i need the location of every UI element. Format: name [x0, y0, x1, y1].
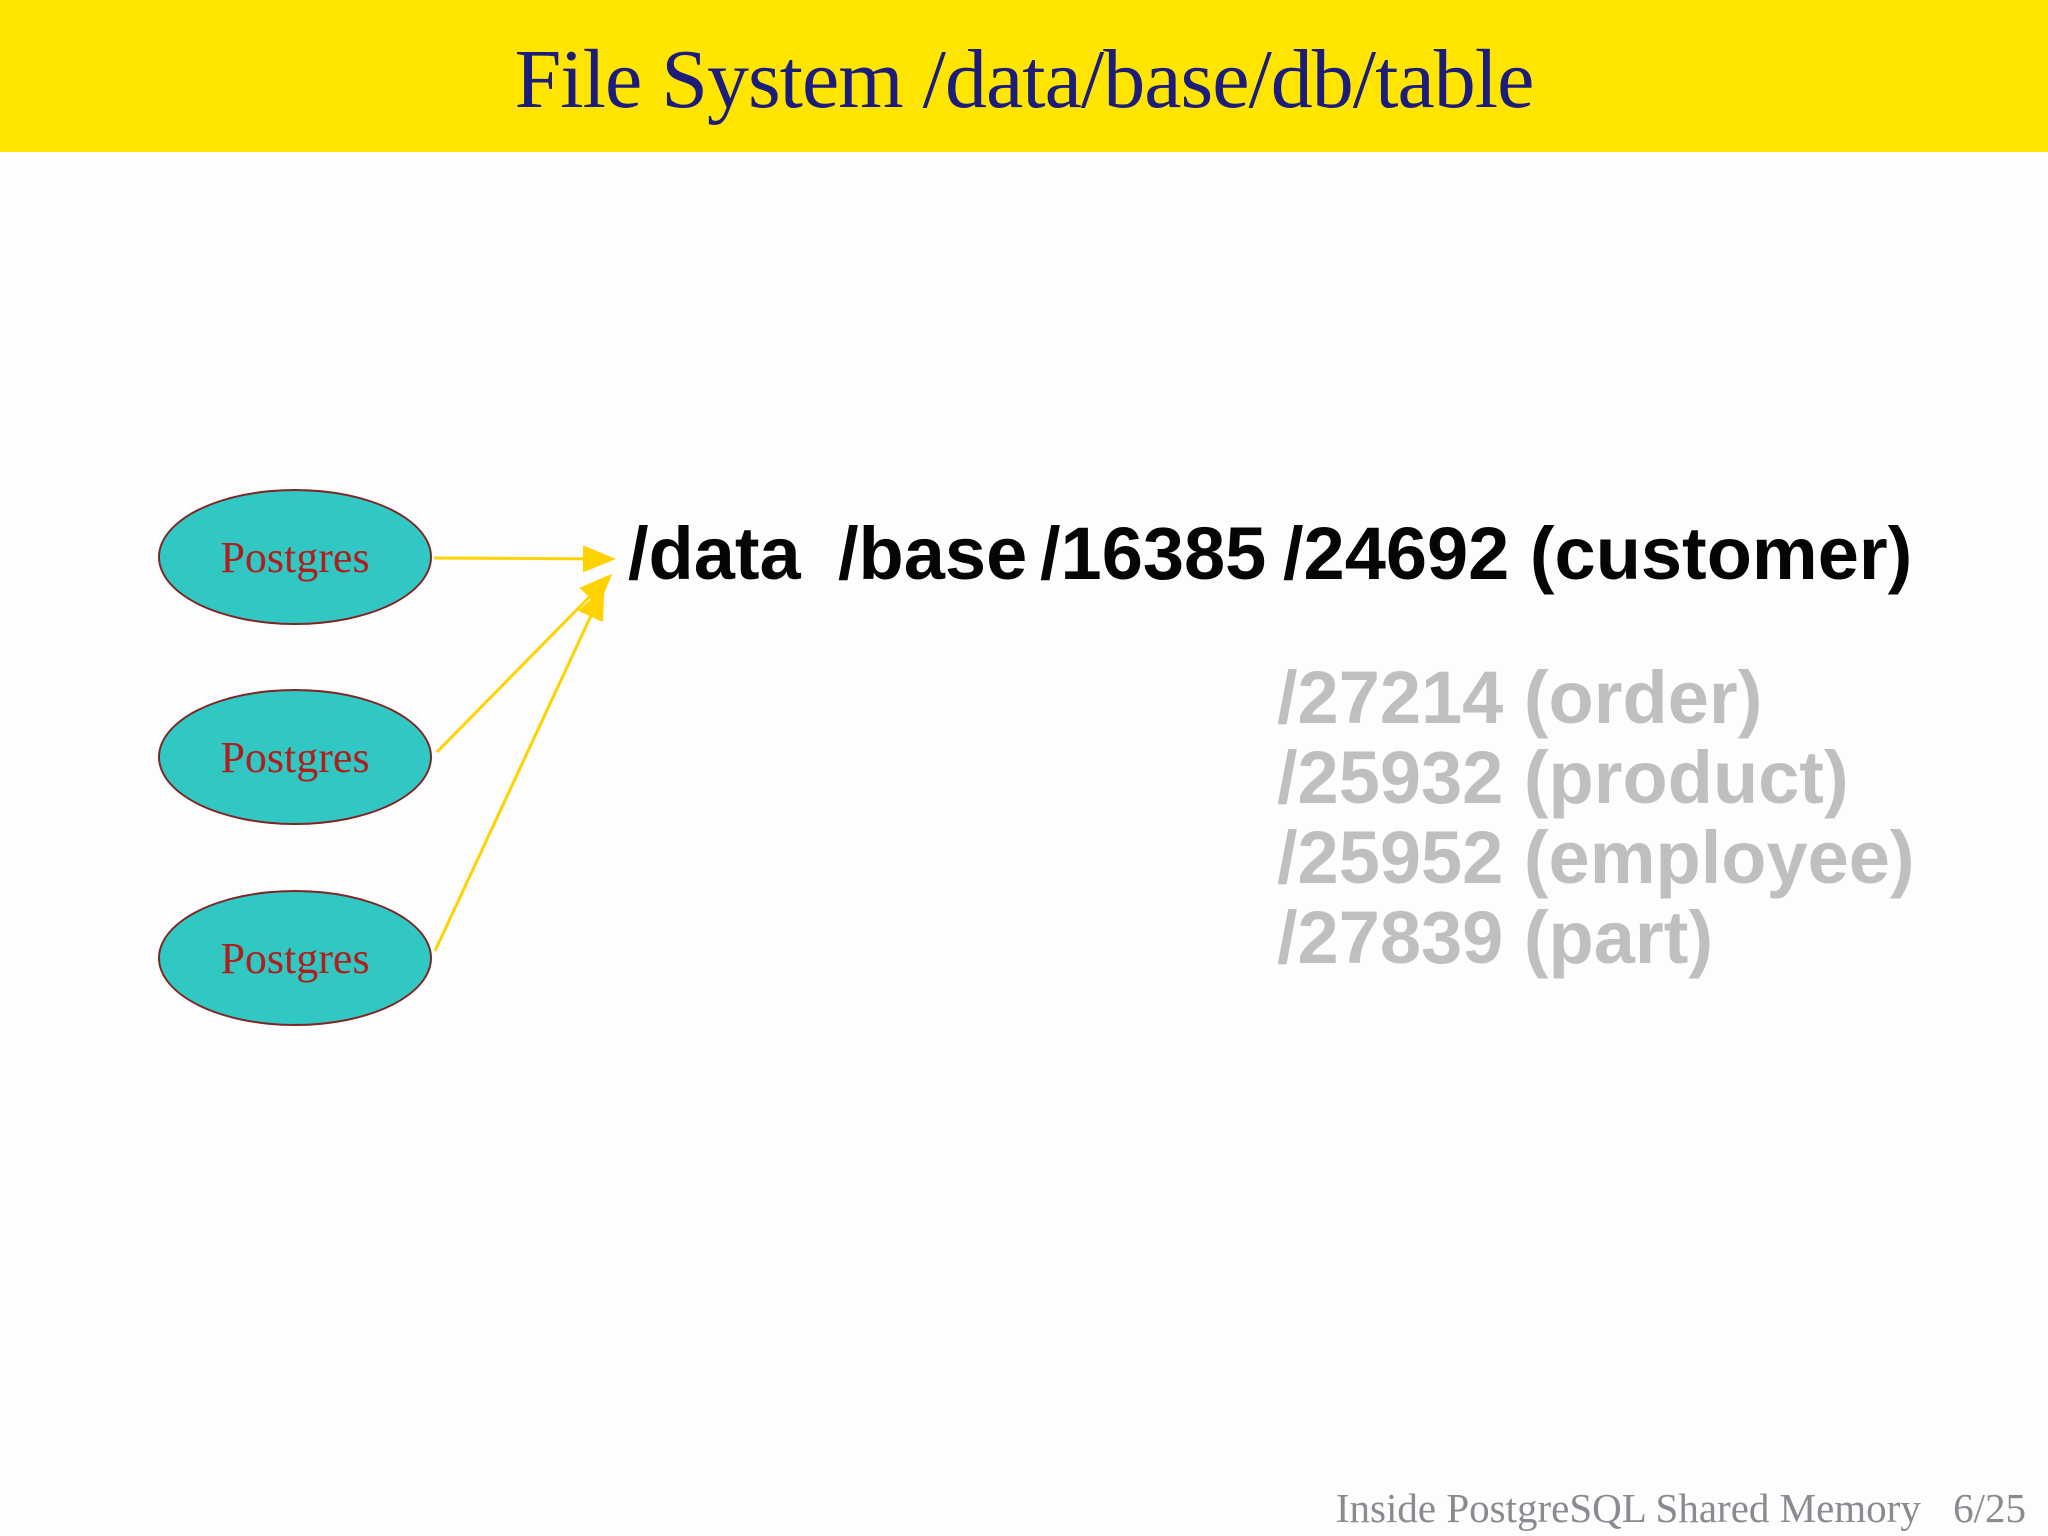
path-segment-base: /base: [838, 512, 1028, 595]
footer-presentation-title: Inside PostgreSQL Shared Memory: [1335, 1485, 1921, 1531]
postgres-node-2-label: Postgres: [220, 732, 370, 782]
filesystem-path-row: /data /base /16385 /24692 (customer): [0, 517, 2048, 597]
other-table-files-list: /27214 (order) /25932 (product) /25952 (…: [1277, 658, 1915, 978]
slide-footer: Inside PostgreSQL Shared Memory 6/25: [1336, 1484, 2026, 1532]
path-segment-db-oid: /16385: [1040, 512, 1267, 595]
path-segment-data: /data: [628, 512, 801, 595]
postgres-node-2: Postgres: [158, 689, 432, 825]
path-segment-table-file: /24692 (customer): [1283, 512, 1913, 595]
postgres-node-1: Postgres: [158, 489, 432, 625]
arrow-node3-to-path: [433, 586, 605, 952]
postgres-node-3: Postgres: [158, 890, 432, 1026]
table-file-order: /27214 (order): [1277, 656, 1763, 739]
postgres-node-3-label: Postgres: [220, 933, 370, 983]
arrow-node2-to-path: [435, 573, 613, 754]
table-file-part: /27839 (part): [1277, 896, 1713, 979]
postgres-node-1-label: Postgres: [220, 532, 370, 582]
title-bar: File System /data/base/db/table: [0, 0, 2048, 152]
table-file-employee: /25952 (employee): [1277, 816, 1915, 899]
table-file-product: /25932 (product): [1277, 736, 1849, 819]
slide-title: File System /data/base/db/table: [514, 32, 1535, 126]
footer-page-number: 6/25: [1953, 1485, 2026, 1531]
